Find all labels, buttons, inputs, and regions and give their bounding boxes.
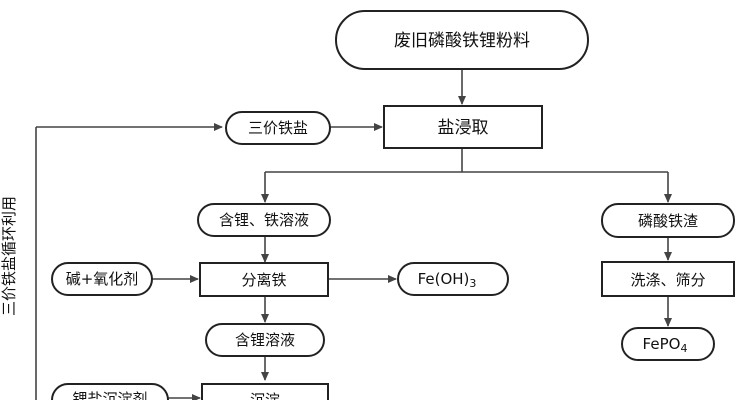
alkali-oxidant-label: 碱+氧化剂	[66, 270, 139, 288]
alkali-oxidant-node	[51, 262, 153, 296]
precipitate-label: 沉淀	[250, 391, 280, 400]
precipitant-node	[51, 383, 169, 400]
fe-oh3-node	[397, 262, 509, 296]
leach-box	[383, 105, 543, 149]
fe-oh3-main: Fe(OH)	[418, 270, 470, 288]
ferric-salt-node	[225, 111, 331, 145]
fe-oh3-label: Fe(OH)3	[418, 270, 477, 290]
recycle-side-label: 三价铁盐循环利用	[0, 196, 18, 316]
precipitate-box	[201, 383, 329, 400]
precipitant-label: 锂盐沉淀剂	[72, 390, 147, 400]
li-solution-node	[205, 323, 325, 357]
fepo4-subscript: 4	[680, 342, 687, 355]
wash-sieve-label: 洗涤、筛分	[630, 271, 705, 289]
wash-sieve-box	[601, 261, 735, 297]
connectors	[35, 70, 672, 400]
li-fe-solution-label: 含锂、铁溶液	[219, 211, 309, 229]
fe-oh3-subscript: 3	[469, 277, 476, 290]
li-fe-solution-node	[197, 203, 331, 237]
fe-residue-node	[601, 203, 735, 238]
separate-fe-box	[199, 262, 329, 297]
li-solution-label: 含锂溶液	[235, 331, 295, 349]
fe-residue-label: 磷酸铁渣	[638, 212, 698, 230]
fepo4-main: FePO	[643, 335, 681, 353]
separate-fe-label: 分离铁	[241, 271, 286, 289]
leach-label: 盐浸取	[438, 118, 489, 138]
start-node	[335, 10, 589, 70]
fepo4-node	[621, 327, 715, 361]
ferric-salt-label: 三价铁盐	[248, 119, 308, 137]
start-node-label: 废旧磷酸铁锂粉料	[394, 31, 530, 51]
fepo4-label: FePO4	[643, 335, 688, 355]
